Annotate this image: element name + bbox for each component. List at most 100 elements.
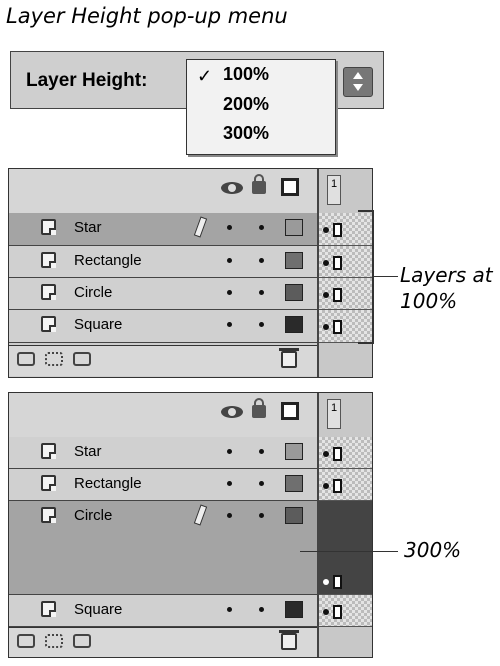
endframe-icon bbox=[333, 223, 342, 237]
layer-name: Square bbox=[74, 601, 123, 618]
layer-header bbox=[9, 393, 372, 438]
layer-row-circle[interactable]: Circle bbox=[9, 278, 317, 310]
lock-icon[interactable] bbox=[252, 398, 266, 418]
visibility-dot[interactable] bbox=[227, 513, 232, 518]
layer-icon bbox=[41, 284, 56, 300]
layer-row-star[interactable]: Star bbox=[9, 437, 317, 469]
keyframe-cell[interactable] bbox=[319, 246, 372, 278]
keyframe-icon bbox=[323, 579, 329, 585]
endframe-icon bbox=[333, 605, 342, 619]
lock-dot[interactable] bbox=[259, 513, 264, 518]
menu-item-100[interactable]: 100% bbox=[223, 64, 270, 84]
outline-icon[interactable] bbox=[281, 178, 299, 196]
layer-icon bbox=[41, 219, 56, 235]
layer-row-rectangle[interactable]: Rectangle bbox=[9, 469, 317, 501]
timeline-panel-100: 1 Star Rectangle Circle Square bbox=[8, 168, 373, 378]
layer-row-rectangle[interactable]: Rectangle bbox=[9, 246, 317, 278]
keyframe-icon bbox=[323, 324, 329, 330]
layer-name: Circle bbox=[74, 284, 113, 301]
layer-footer bbox=[9, 345, 317, 376]
layer-name: Star bbox=[74, 443, 102, 460]
keyframe-cell[interactable] bbox=[319, 213, 372, 246]
figure-caption: Layer Height pop-up menu bbox=[6, 4, 288, 28]
menu-item-300[interactable]: 300% bbox=[223, 123, 270, 143]
checkmark-icon: ✓ bbox=[197, 66, 213, 86]
add-layer-icon[interactable] bbox=[17, 352, 35, 366]
lock-dot[interactable] bbox=[259, 607, 264, 612]
bracket bbox=[358, 210, 374, 344]
layer-height-label: Layer Height: bbox=[26, 70, 148, 91]
layer-row-circle[interactable]: Circle bbox=[9, 501, 317, 595]
layer-name: Circle bbox=[74, 507, 113, 524]
annotation-300: 300% bbox=[404, 538, 462, 562]
annotation-line bbox=[372, 276, 398, 277]
lock-dot[interactable] bbox=[259, 225, 264, 230]
outline-icon[interactable] bbox=[281, 402, 299, 420]
add-folder-icon[interactable] bbox=[73, 352, 91, 366]
menu-item-200[interactable]: 200% bbox=[223, 94, 270, 114]
endframe-icon bbox=[333, 288, 342, 302]
visibility-dot[interactable] bbox=[227, 449, 232, 454]
visibility-dot[interactable] bbox=[227, 322, 232, 327]
layer-icon bbox=[41, 601, 56, 617]
lock-dot[interactable] bbox=[259, 481, 264, 486]
visibility-dot[interactable] bbox=[227, 290, 232, 295]
visibility-dot[interactable] bbox=[227, 607, 232, 612]
outline-color-swatch[interactable] bbox=[285, 443, 303, 460]
add-guide-layer-icon[interactable] bbox=[45, 634, 63, 648]
outline-color-swatch[interactable] bbox=[285, 252, 303, 269]
layer-row-square[interactable]: Square bbox=[9, 595, 317, 627]
keyframe-cell[interactable] bbox=[319, 437, 372, 469]
lock-dot[interactable] bbox=[259, 322, 264, 327]
keyframe-cell[interactable] bbox=[319, 310, 372, 343]
layer-icon bbox=[41, 443, 56, 459]
trash-icon[interactable] bbox=[279, 348, 299, 368]
keyframe-icon bbox=[323, 451, 329, 457]
eye-icon[interactable] bbox=[221, 182, 243, 194]
endframe-icon bbox=[333, 575, 342, 589]
outline-color-swatch[interactable] bbox=[285, 219, 303, 236]
visibility-dot[interactable] bbox=[227, 258, 232, 263]
lock-dot[interactable] bbox=[259, 290, 264, 295]
layer-row-star[interactable]: Star bbox=[9, 213, 317, 246]
eye-icon[interactable] bbox=[221, 406, 243, 418]
keyframe-cell[interactable] bbox=[319, 278, 372, 310]
outline-color-swatch[interactable] bbox=[285, 507, 303, 524]
keyframe-cell-selected[interactable] bbox=[319, 501, 372, 595]
layer-icon bbox=[41, 316, 56, 332]
add-guide-layer-icon[interactable] bbox=[45, 352, 63, 366]
trash-icon[interactable] bbox=[279, 630, 299, 650]
pencil-icon bbox=[193, 216, 208, 238]
keyframe-icon bbox=[323, 227, 329, 233]
pencil-icon bbox=[193, 504, 208, 526]
layer-icon bbox=[41, 475, 56, 491]
layer-header bbox=[9, 169, 372, 214]
frame-number: 1 bbox=[327, 399, 341, 429]
visibility-dot[interactable] bbox=[227, 225, 232, 230]
lock-dot[interactable] bbox=[259, 258, 264, 263]
layer-footer bbox=[9, 627, 317, 657]
layer-name: Rectangle bbox=[74, 252, 142, 269]
endframe-icon bbox=[333, 256, 342, 270]
layer-row-square[interactable]: Square bbox=[9, 310, 317, 343]
layer-height-menu: ✓ 100% 200% 300% bbox=[186, 59, 336, 155]
outline-color-swatch[interactable] bbox=[285, 284, 303, 301]
lock-dot[interactable] bbox=[259, 449, 264, 454]
timeline-panel-300: 1 Star Rectangle Circle Square bbox=[8, 392, 373, 658]
outline-color-swatch[interactable] bbox=[285, 475, 303, 492]
outline-color-swatch[interactable] bbox=[285, 601, 303, 618]
lock-icon[interactable] bbox=[252, 174, 266, 194]
annotation-layers-100: Layers at 100% bbox=[400, 263, 493, 313]
popup-arrows-icon[interactable] bbox=[343, 67, 373, 97]
keyframe-cell[interactable] bbox=[319, 469, 372, 501]
outline-color-swatch[interactable] bbox=[285, 316, 303, 333]
add-folder-icon[interactable] bbox=[73, 634, 91, 648]
endframe-icon bbox=[333, 479, 342, 493]
keyframe-icon bbox=[323, 483, 329, 489]
keyframe-cell[interactable] bbox=[319, 595, 372, 627]
frame-number: 1 bbox=[327, 175, 341, 205]
layer-icon bbox=[41, 507, 56, 523]
add-layer-icon[interactable] bbox=[17, 634, 35, 648]
visibility-dot[interactable] bbox=[227, 481, 232, 486]
keyframe-icon bbox=[323, 609, 329, 615]
